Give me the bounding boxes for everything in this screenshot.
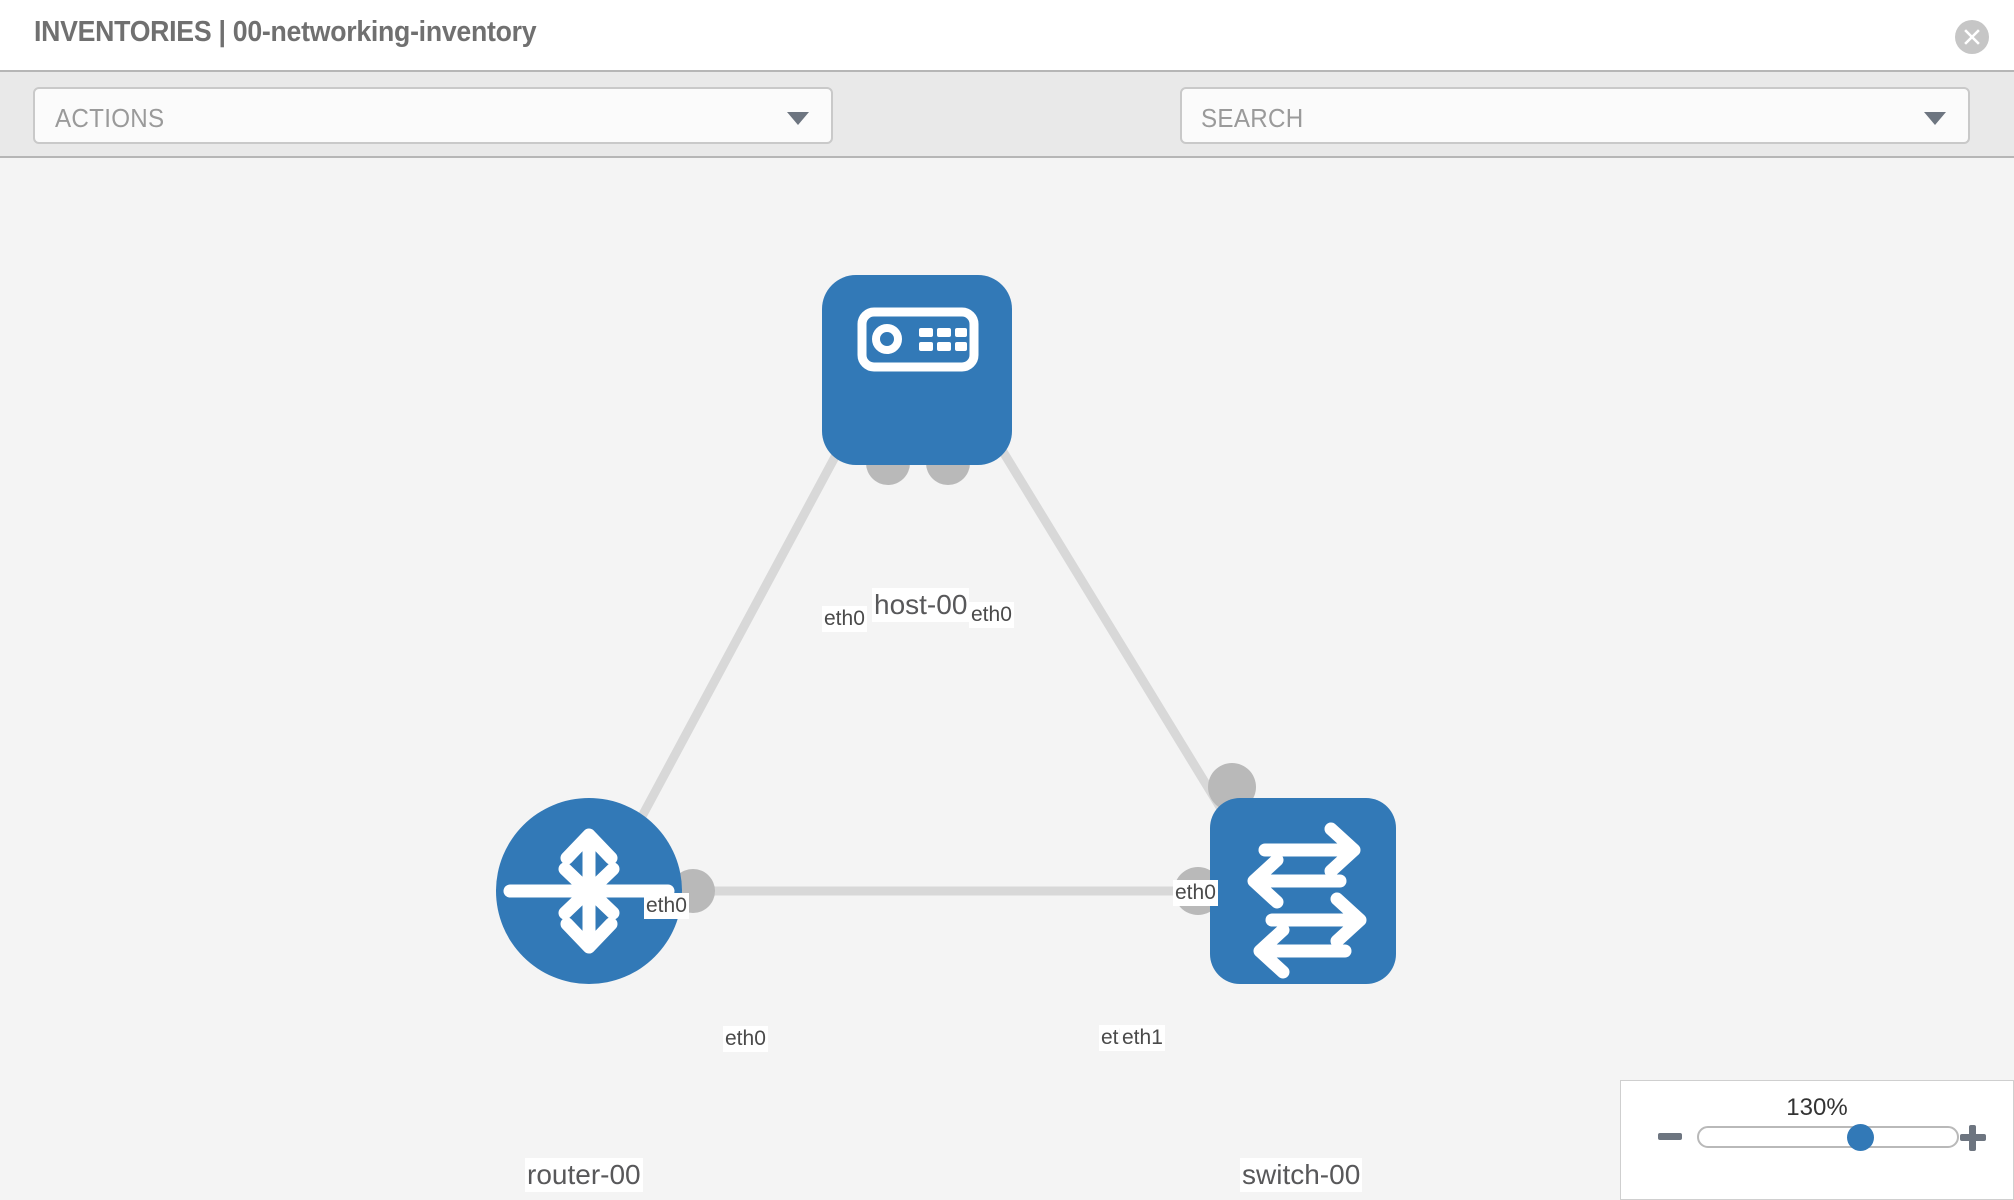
server-icon (857, 307, 979, 372)
node-switch-00[interactable] (1210, 798, 1396, 984)
node-host-00[interactable] (822, 275, 1012, 465)
node-label-router-00: router-00 (525, 1158, 643, 1192)
zoom-slider-knob[interactable] (1847, 1124, 1874, 1151)
router-arrows-icon (503, 828, 675, 954)
node-label-host-00: host-00 (872, 588, 970, 622)
plus-icon[interactable] (1960, 1125, 1986, 1151)
edge-label-router-switch-right-b: eth1 (1120, 1025, 1165, 1051)
page-header: INVENTORIES | 00-networking-inventory (0, 0, 2014, 70)
chevron-down-icon (787, 112, 809, 125)
topology-canvas[interactable]: eth0 eth0 eth0 eth0 eth0 eth0 eth1 host-… (0, 158, 2014, 1200)
close-icon[interactable] (1955, 20, 1989, 54)
server-icon-led (872, 324, 902, 354)
actions-dropdown-label: ACTIONS (55, 103, 165, 133)
switch-arrows-icon (1247, 822, 1367, 979)
chevron-down-icon[interactable] (1924, 112, 1946, 125)
edge-label-host-router-near-host: eth0 (822, 606, 867, 632)
search-placeholder: SEARCH (1201, 103, 1304, 133)
node-label-switch-00: switch-00 (1240, 1158, 1363, 1192)
topology-ports (671, 441, 1256, 915)
zoom-control-panel: 130% (1620, 1080, 2014, 1200)
edge-label-router-switch-left: eth0 (723, 1026, 768, 1052)
edge-label-host-switch-near-switch: eth0 (1173, 880, 1218, 906)
edge-label-host-switch-near-host: eth0 (969, 602, 1014, 628)
node-router-00[interactable] (496, 798, 682, 984)
minus-icon[interactable] (1658, 1133, 1682, 1140)
toolbar: ACTIONS SEARCH (0, 70, 2014, 202)
topology-graph (496, 275, 1396, 984)
page-title: INVENTORIES | 00-networking-inventory (34, 16, 537, 48)
server-icon-vents (919, 328, 967, 351)
actions-dropdown[interactable]: ACTIONS (33, 87, 833, 144)
edge-label-host-router-near-router: eth0 (644, 893, 689, 919)
search-input[interactable]: SEARCH (1180, 87, 1970, 144)
zoom-slider-track[interactable] (1697, 1126, 1959, 1148)
zoom-level-value: 130% (1786, 1094, 1848, 1121)
